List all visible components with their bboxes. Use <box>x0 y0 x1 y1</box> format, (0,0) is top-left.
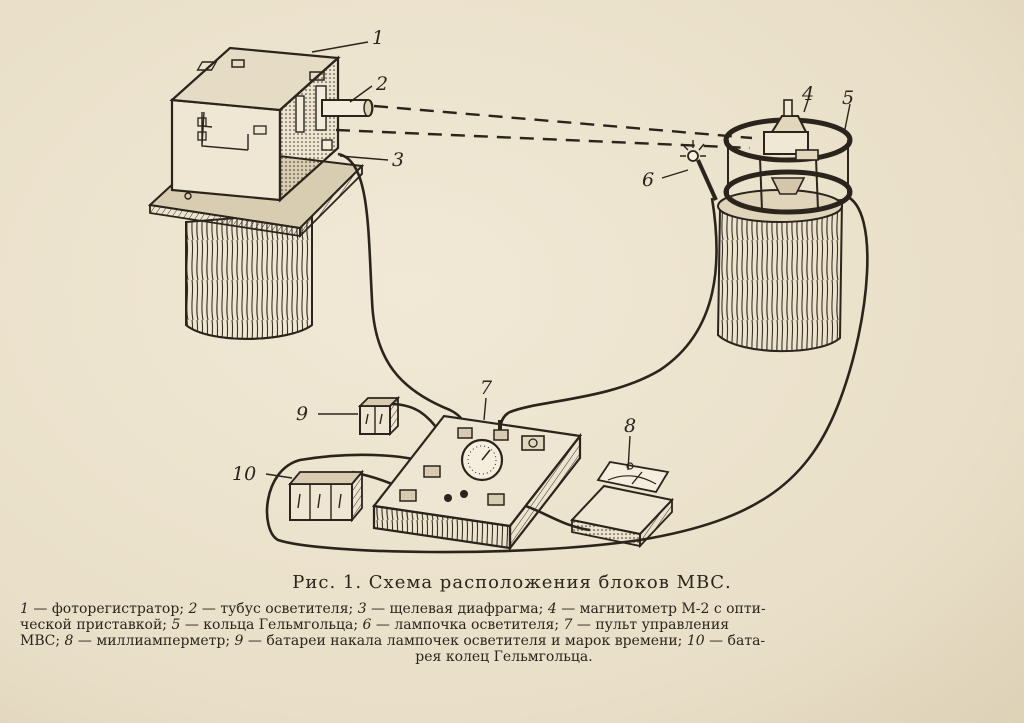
callout-8: 8 <box>624 415 636 437</box>
legend-number: 8 <box>64 633 74 649</box>
battery-9 <box>357 395 401 437</box>
legend-number: 2 <box>188 601 198 617</box>
light-beam <box>335 104 753 150</box>
callout-2: 2 <box>375 73 388 95</box>
right-post <box>716 189 844 353</box>
legend-number: 3 <box>357 601 367 617</box>
callout-6: 6 <box>642 169 654 191</box>
legend-line: МВС; 8 — миллиамперметр; 9 — батареи нак… <box>20 633 988 649</box>
callout-5: 5 <box>842 87 854 109</box>
legend-text: ческой приставкой; <box>20 617 172 633</box>
legend-text: — миллиамперметр; <box>73 633 235 649</box>
legend-text: — тубус осветителя; <box>197 601 358 617</box>
legend-text: — батареи накала лампочек осветителя и м… <box>243 633 687 649</box>
mvs-block-layout-diagram: 1 2 3 4 5 6 7 8 9 10 <box>147 27 869 554</box>
callout-10: 10 <box>232 463 256 485</box>
callout-1: 1 <box>372 27 384 49</box>
legend-line: ческой приставкой; 5 — кольца Гельмгольц… <box>20 617 988 633</box>
legend-line: рея колец Гельмгольца. <box>20 649 988 665</box>
legend-number: 9 <box>234 633 244 649</box>
legend-text: — щелевая диафрагма; <box>366 601 548 617</box>
legend-number: 4 <box>547 601 557 617</box>
figure-caption-title: Рис. 1. Схема расположения блоков МВС. <box>292 572 732 593</box>
leader-lines <box>265 41 851 479</box>
left-post <box>185 210 313 340</box>
legend-text: — лампочка осветителя; <box>371 617 564 633</box>
legend-text: — бата- <box>704 633 766 649</box>
figure-legend: 1 — фоторегистратор; 2 — тубус осветител… <box>20 601 988 665</box>
magnetometer-m2 <box>763 99 819 195</box>
illuminator-lamp <box>680 140 718 201</box>
callout-labels: 1 2 3 4 5 6 7 8 9 10 <box>232 27 854 485</box>
legend-text: МВС; <box>20 633 65 649</box>
legend-text: — пульт управления <box>572 617 730 633</box>
legend-text: — магнитометр М-2 с опти- <box>556 601 766 617</box>
legend-number: 7 <box>563 617 573 633</box>
legend-number: 5 <box>171 617 181 633</box>
illuminator-tube <box>321 99 374 117</box>
legend-line: 1 — фоторегистратор; 2 — тубус осветител… <box>20 601 988 617</box>
photorecorder <box>169 46 341 203</box>
battery-10 <box>288 469 364 523</box>
callout-3: 3 <box>392 149 404 171</box>
legend-number: 10 <box>686 633 705 649</box>
legend-text: — фоторегистратор; <box>28 601 189 617</box>
milliammeter <box>570 461 674 549</box>
legend-number: 6 <box>362 617 372 633</box>
legend-text: рея колец Гельмгольца. <box>415 649 593 665</box>
callout-4: 4 <box>801 83 814 105</box>
callout-7: 7 <box>480 377 493 399</box>
callout-9: 9 <box>296 403 308 425</box>
legend-number: 1 <box>20 601 29 617</box>
legend-text: — кольца Гельмгольца; <box>180 617 363 633</box>
control-console <box>371 414 583 552</box>
